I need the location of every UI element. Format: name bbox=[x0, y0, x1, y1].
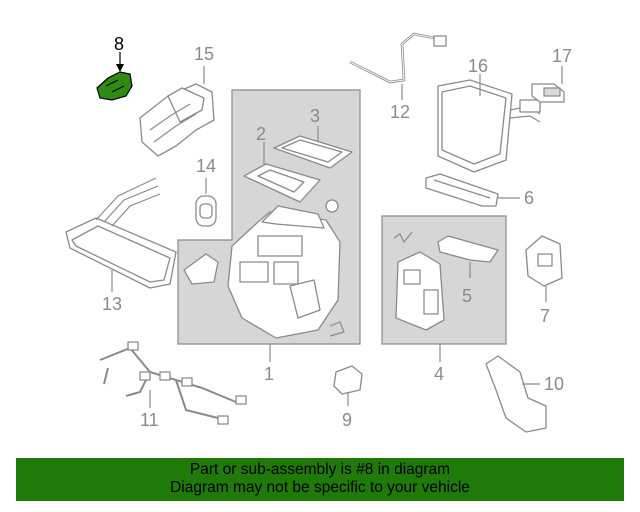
callout-3: 3 bbox=[310, 106, 320, 126]
part-14-resistor[interactable] bbox=[195, 195, 217, 227]
banner-line-1: Part or sub-assembly is #8 in diagram bbox=[189, 461, 451, 478]
callout-7: 7 bbox=[540, 306, 550, 326]
callout-11: 11 bbox=[140, 410, 159, 430]
part-8-highlighted[interactable] bbox=[96, 71, 133, 101]
part-12-hose[interactable] bbox=[349, 32, 447, 84]
part-9-motor[interactable] bbox=[333, 365, 363, 395]
banner-line-2: Diagram may not be specific to your vehi… bbox=[170, 479, 470, 496]
callout-10: 10 bbox=[544, 374, 564, 394]
info-banner: Part or sub-assembly is #8 in diagram Di… bbox=[16, 458, 624, 501]
callout-1: 1 bbox=[264, 364, 274, 384]
callout-4: 4 bbox=[434, 364, 444, 384]
part-15-intake-housing[interactable] bbox=[139, 83, 215, 157]
callout-6: 6 bbox=[524, 188, 534, 208]
callout-2: 2 bbox=[256, 124, 266, 144]
part-17-sensor[interactable] bbox=[531, 83, 565, 103]
part-13-heater-core[interactable] bbox=[65, 177, 177, 289]
part-10-duct[interactable] bbox=[485, 355, 547, 433]
callout-5: 5 bbox=[462, 286, 472, 306]
part-5-filter-door[interactable] bbox=[437, 235, 499, 263]
part-7-actuator[interactable] bbox=[525, 235, 563, 287]
arrow-8 bbox=[116, 64, 124, 72]
callout-13: 13 bbox=[102, 294, 122, 314]
part-6-seal[interactable] bbox=[425, 173, 499, 207]
callout-17: 17 bbox=[552, 46, 572, 66]
callout-15: 15 bbox=[194, 44, 214, 64]
part-11-wire-harness[interactable] bbox=[99, 341, 247, 425]
callout-14: 14 bbox=[196, 156, 216, 176]
callout-16: 16 bbox=[468, 56, 488, 76]
part-2-cover[interactable] bbox=[243, 163, 321, 203]
part-16-evaporator[interactable] bbox=[437, 79, 541, 173]
part-4-assembly[interactable] bbox=[393, 231, 445, 331]
callout-9: 9 bbox=[342, 410, 352, 430]
part-1-hvac-case[interactable] bbox=[183, 199, 345, 339]
callout-12: 12 bbox=[390, 102, 410, 122]
part-3-filter[interactable] bbox=[273, 135, 353, 169]
callout-8: 8 bbox=[114, 34, 124, 54]
